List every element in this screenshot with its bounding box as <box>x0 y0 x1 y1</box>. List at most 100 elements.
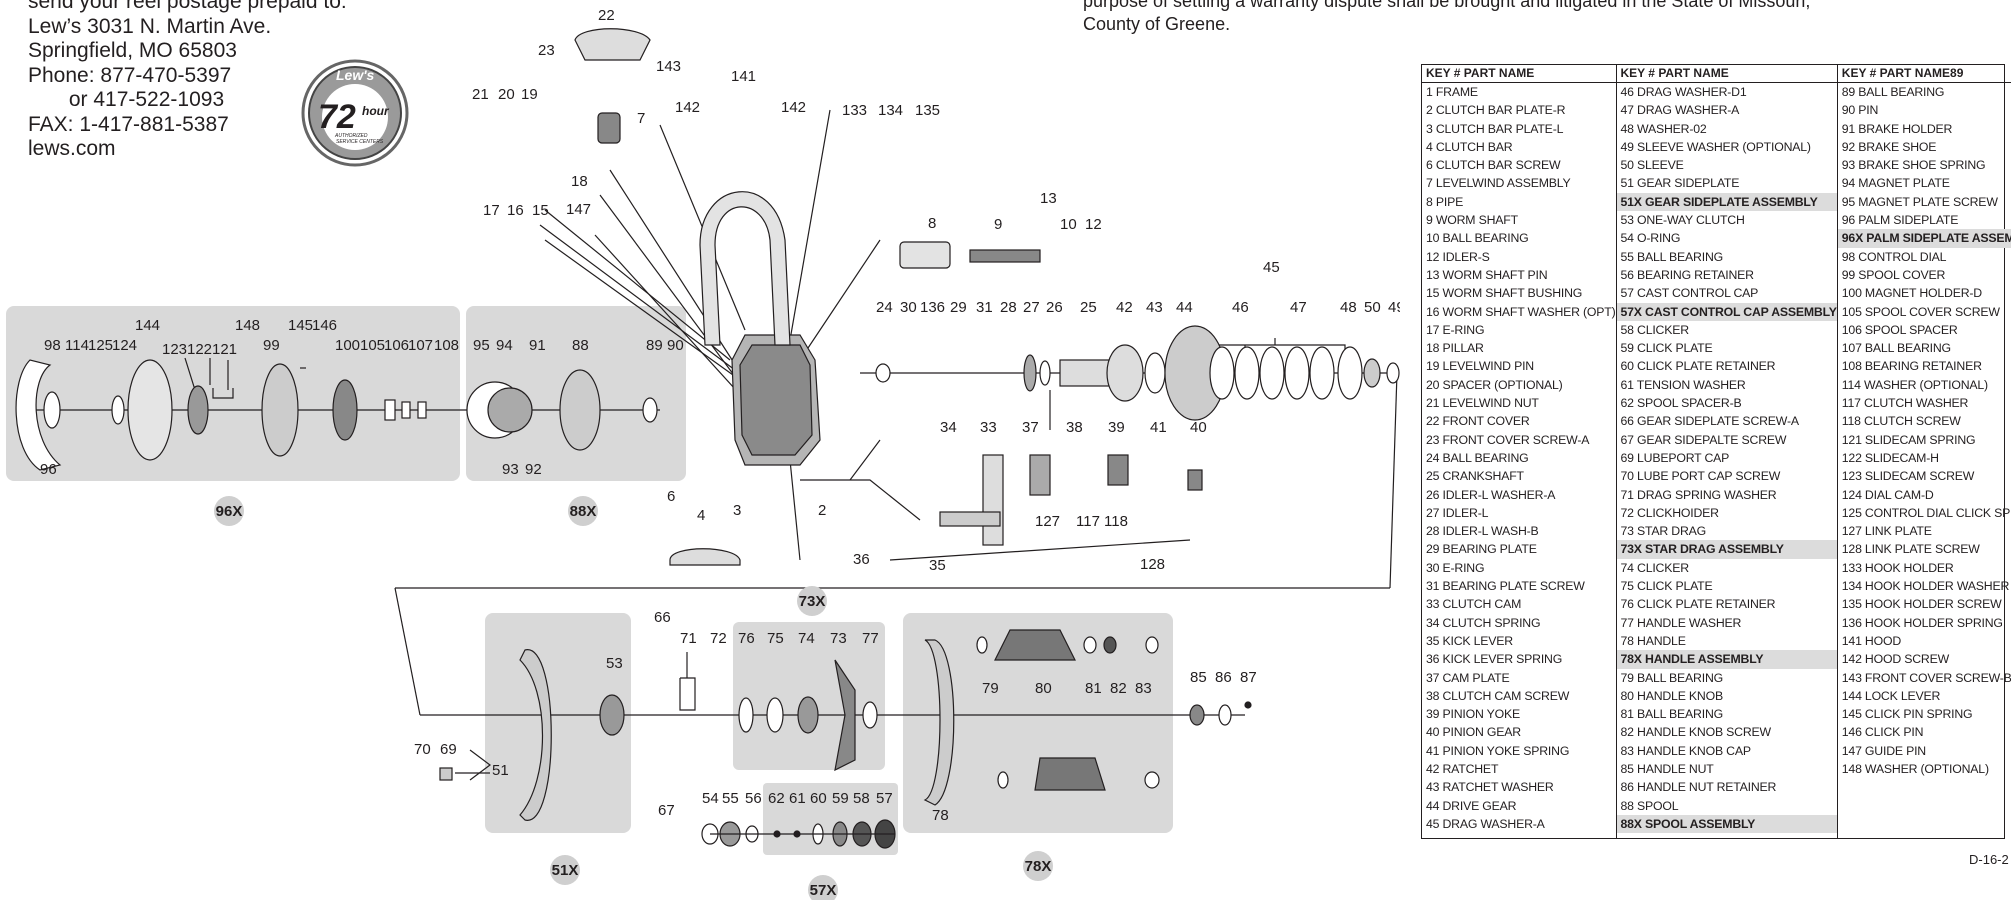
part-row: 71 DRAG SPRING WASHER <box>1620 487 1777 502</box>
part-row: 7 LEVELWIND ASSEMBLY <box>1426 176 1571 191</box>
badge-51x: 51X <box>550 855 580 885</box>
part-row: 94 MAGNET PLATE <box>1841 176 1950 191</box>
part-row: 88 SPOOL <box>1620 798 1679 813</box>
callout: 85 <box>1190 669 1207 686</box>
part-row: 70 LUBE PORT CAP SCREW <box>1620 469 1781 484</box>
callout: 69 <box>440 741 457 758</box>
callout: 36 <box>853 551 870 568</box>
part-row: 108 BEARING RETAINER <box>1841 359 1982 374</box>
part-row: 134 HOOK HOLDER WASHER (OPT) <box>1841 579 2011 594</box>
callout: 108 <box>434 337 459 354</box>
callout: 75 <box>767 630 784 647</box>
callout: 29 <box>950 299 967 316</box>
callout: 67 <box>658 802 675 819</box>
assembly-row: 57X CAST CONTROL CAP ASSEMBLY <box>1616 302 1837 321</box>
svg-text:51X: 51X <box>552 862 579 879</box>
axis-and-leader-lines <box>20 109 1398 781</box>
address-line: Phone: 877-470-5397 <box>28 63 232 87</box>
callout: 146 <box>312 317 337 334</box>
callout: 87 <box>1240 669 1257 686</box>
callout: 3 <box>733 502 741 519</box>
callout: 38 <box>1066 419 1083 436</box>
callout: 100 <box>335 337 360 354</box>
callout: 76 <box>738 630 755 647</box>
callout: 78 <box>932 807 949 824</box>
part-row: 67 GEAR SIDEPALTE SCREW <box>1620 432 1787 447</box>
logo-sub1: AUTHORIZED <box>334 133 368 139</box>
callout: 7 <box>637 110 645 127</box>
part-row: 98 CONTROL DIAL <box>1841 249 1947 264</box>
part-row: 10 BALL BEARING <box>1426 231 1529 246</box>
callout: 19 <box>521 86 538 103</box>
part-row: 135 HOOK HOLDER SCREW <box>1841 597 2002 612</box>
callout: 43 <box>1146 299 1163 316</box>
assembly-row: 51X GEAR SIDEPLATE ASSEMBLY <box>1616 192 1837 212</box>
part-row: 76 CLICK PLATE RETAINER <box>1620 597 1776 612</box>
part-row: 24 BALL BEARING <box>1426 450 1529 465</box>
part-row: 26 IDLER-L WASHER-A <box>1426 487 1556 502</box>
part-row: 83 HANDLE KNOB CAP <box>1620 743 1752 758</box>
part-row: 58 CLICKER <box>1620 322 1690 337</box>
callout: 107 <box>408 337 433 354</box>
part-row: 92 BRAKE SHOE <box>1841 139 1937 154</box>
callout: 105 <box>360 337 385 354</box>
part-row: 145 CLICK PIN SPRING <box>1841 707 1973 722</box>
part-row: 51 GEAR SIDEPLATE <box>1620 176 1740 191</box>
callout: 13 <box>1040 190 1057 207</box>
callout: 60 <box>810 790 827 807</box>
callout: 39 <box>1108 419 1125 436</box>
part-row: 54 O-RING <box>1620 231 1681 246</box>
part-row: 46 DRAG WASHER-D1 <box>1620 85 1747 99</box>
badge-96x: 96X <box>214 496 244 526</box>
part-row: 30 E-RING <box>1426 560 1485 575</box>
callout: 10 <box>1060 216 1077 233</box>
callout: 44 <box>1176 299 1193 316</box>
part-row: 79 BALL BEARING <box>1620 670 1724 685</box>
part-row: 27 IDLER-L <box>1426 505 1489 520</box>
part-row: 42 RATCHET <box>1426 761 1499 776</box>
address-line: FAX: 1-417-881-5387 <box>28 112 229 136</box>
svg-text:73X: 73X <box>799 593 826 610</box>
part-row: 21 LEVELWIND NUT <box>1426 396 1539 411</box>
logo-72: 72 <box>318 98 356 136</box>
part-row: 47 DRAG WASHER-A <box>1620 103 1740 118</box>
part-row: 3 CLUTCH BAR PLATE-L <box>1426 121 1564 136</box>
part-row: 18 PILLAR <box>1426 341 1484 356</box>
callout: 106 <box>384 337 409 354</box>
callout: 72 <box>710 630 727 647</box>
callout: 114 <box>65 337 89 354</box>
part-row: 48 WASHER-02 <box>1620 121 1707 136</box>
callout: 74 <box>798 630 815 647</box>
callout: 135 <box>915 102 940 119</box>
part-row: 39 PINION YOKE <box>1426 707 1521 722</box>
part-row: 85 HANDLE NUT <box>1620 761 1714 776</box>
part-row: 105 SPOOL COVER SCREW <box>1841 304 2000 319</box>
warranty-line: purpose of settling a warranty dispute s… <box>1083 0 1811 11</box>
part-row: 4 CLUTCH BAR <box>1426 139 1513 154</box>
callout: 62 <box>768 790 785 807</box>
callout: 24 <box>876 299 893 316</box>
assembly-row: 78X HANDLE ASSEMBLY <box>1616 650 1837 669</box>
address-line: Lew’s 3031 N. Martin Ave. <box>28 14 272 38</box>
part-row: 43 RATCHET WASHER <box>1426 780 1554 795</box>
part-row: 122 SLIDECAM-H <box>1841 450 1939 465</box>
part-row: 136 HOOK HOLDER SPRING <box>1841 615 2003 630</box>
logo-hour: hour <box>362 104 390 118</box>
part-row: 74 CLICKER <box>1620 560 1690 575</box>
part-row: 99 SPOOL COVER <box>1841 267 1946 282</box>
svg-text:57X: 57X <box>810 882 837 899</box>
part-row: 35 KICK LEVER <box>1426 633 1513 648</box>
callout: 42 <box>1116 299 1133 316</box>
part-row: 13 WORM SHAFT PIN <box>1426 267 1548 282</box>
callout: 124 <box>112 337 137 354</box>
callout: 82 <box>1110 680 1127 697</box>
part-row: 45 DRAG WASHER-A <box>1426 816 1545 831</box>
column-header: KEY # PART NAME <box>1422 65 1616 83</box>
callout: 61 <box>789 790 806 807</box>
callout: 22 <box>598 7 615 24</box>
logo-brand: Lew's <box>336 67 375 83</box>
part-row: 146 CLICK PIN <box>1841 725 1924 740</box>
callout: 23 <box>538 42 555 59</box>
lews-72-hour-logo: Lew's 72 hour AUTHORIZED SERVICE CENTERS <box>301 59 409 167</box>
callout: 128 <box>1140 556 1165 573</box>
